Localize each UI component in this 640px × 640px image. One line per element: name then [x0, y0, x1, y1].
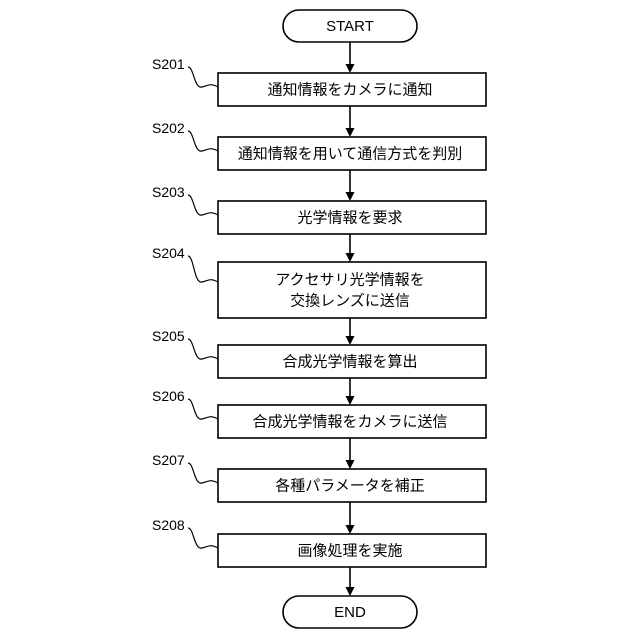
step-s206: 合成光学情報をカメラに送信 S206: [152, 388, 486, 438]
flow-arrow: [346, 378, 355, 405]
flow-arrow: [346, 234, 355, 262]
step-s208: 画像処理を実施 S208: [152, 517, 486, 567]
step-label: 合成光学情報をカメラに送信: [252, 413, 447, 431]
flow-arrow: [346, 106, 355, 137]
step-s205: 合成光学情報を算出 S205: [152, 328, 486, 378]
arrow-head-icon: [346, 396, 355, 405]
step-id-label: S201: [152, 56, 185, 72]
step-label: アクセサリ光学情報を: [275, 271, 424, 289]
step-leader-line: [188, 528, 218, 548]
arrow-head-icon: [346, 253, 355, 262]
step-id-label: S202: [152, 120, 185, 136]
flow-arrow: [346, 438, 355, 469]
step-s203: 光学情報を要求 S203: [152, 184, 486, 234]
step-s201: 通知情報をカメラに通知 S201: [152, 56, 486, 106]
step-id-label: S207: [152, 452, 185, 468]
step-label: 合成光学情報を算出: [282, 353, 417, 371]
step-s202: 通知情報を用いて通信方式を判別 S202: [152, 120, 486, 170]
flow-arrow: [346, 567, 355, 596]
step-leader-line: [188, 131, 218, 151]
step-label: 通知情報を用いて通信方式を判別: [238, 145, 463, 163]
step-label: 交換レンズに送信: [290, 292, 410, 310]
step-label: 光学情報を要求: [297, 209, 402, 227]
step-id-label: S208: [152, 517, 185, 533]
connectors: [346, 42, 355, 596]
end-terminal: END: [283, 596, 417, 628]
step-s204: アクセサリ光学情報を交換レンズに送信 S204: [152, 245, 486, 318]
step-id-label: S206: [152, 388, 185, 404]
arrow-head-icon: [346, 525, 355, 534]
step-id-label: S205: [152, 328, 185, 344]
arrow-head-icon: [346, 64, 355, 73]
step-leader-line: [188, 256, 218, 282]
step-label: 各種パラメータを補正: [275, 477, 425, 495]
flow-arrow: [346, 42, 355, 73]
step-label: 通知情報をカメラに通知: [267, 81, 432, 99]
arrow-head-icon: [346, 336, 355, 345]
arrow-head-icon: [346, 587, 355, 596]
flow-arrow: [346, 170, 355, 201]
step-id-label: S204: [152, 245, 185, 261]
start-label: START: [326, 18, 374, 35]
arrow-head-icon: [346, 128, 355, 137]
step-id-label: S203: [152, 184, 185, 200]
step-leader-line: [188, 67, 218, 87]
start-terminal: START: [283, 10, 417, 42]
flow-arrow: [346, 318, 355, 345]
step-leader-line: [188, 463, 218, 483]
step-leader-line: [188, 399, 218, 419]
arrow-head-icon: [346, 460, 355, 469]
end-label: END: [334, 604, 366, 621]
step-s207: 各種パラメータを補正 S207: [152, 452, 486, 502]
arrow-head-icon: [346, 192, 355, 201]
step-leader-line: [188, 339, 218, 359]
step-leader-line: [188, 195, 218, 215]
step-label: 画像処理を実施: [297, 542, 402, 560]
flow-arrow: [346, 502, 355, 534]
process-steps: 通知情報をカメラに通知 S201 通知情報を用いて通信方式を判別 S202 光学情報を要…: [152, 56, 486, 567]
